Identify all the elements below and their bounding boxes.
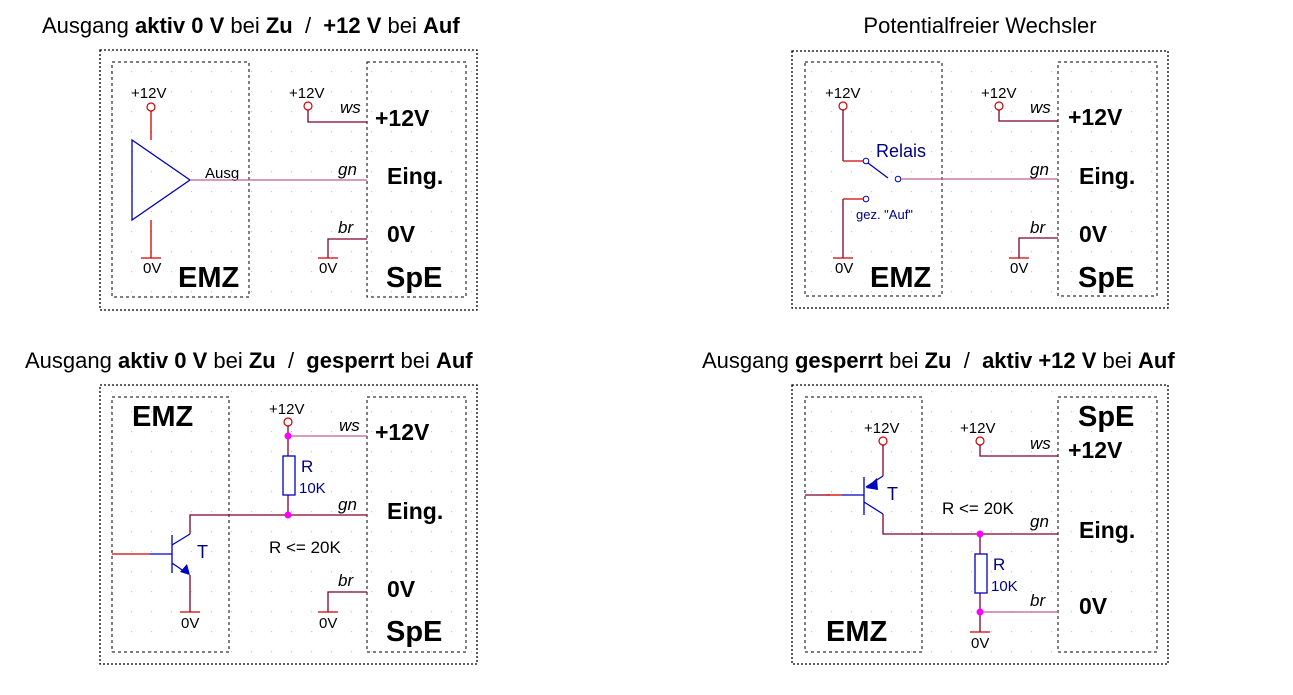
svg-text:+12V: +12V (981, 85, 1016, 102)
svg-text:0V: 0V (1079, 221, 1108, 247)
title-q3: Ausgang aktiv 0 V bei Zu / gesperrt bei … (25, 348, 473, 373)
npn-transistor-icon (112, 533, 191, 575)
svg-text:EMZ: EMZ (826, 616, 887, 648)
svg-text:SpE: SpE (386, 616, 442, 648)
emz-label: EMZ (178, 262, 239, 294)
svg-text:gn: gn (338, 495, 357, 514)
supply-terminal-icon (146, 102, 156, 112)
svg-text:0V: 0V (1079, 593, 1108, 619)
relay-switch-icon (867, 162, 889, 179)
junction-dot (976, 530, 984, 538)
svg-text:br: br (1030, 591, 1046, 610)
svg-text:br: br (338, 218, 354, 237)
title-q4: Ausgang gesperrt bei Zu / aktiv +12 V be… (702, 348, 1175, 373)
svg-text:Eing.: Eing. (1079, 163, 1135, 189)
svg-text:+12V: +12V (960, 420, 995, 437)
svg-text:+12V: +12V (864, 420, 899, 437)
svg-text:Eing.: Eing. (387, 498, 443, 524)
svg-text:0V: 0V (319, 615, 337, 632)
title-q2: Potentialfreier Wechsler (863, 13, 1096, 38)
svg-text:0V: 0V (181, 615, 199, 632)
svg-text:R: R (301, 457, 313, 476)
svg-text:0V: 0V (835, 260, 853, 277)
svg-text:+12V: +12V (289, 85, 324, 102)
diagram-q2: +12V Relais gez. "Auf" 0V EMZ +12V ws +1… (791, 50, 1169, 309)
svg-text:ws: ws (1030, 434, 1051, 453)
svg-text:+12V: +12V (825, 85, 860, 102)
svg-text:ws: ws (339, 416, 360, 435)
svg-text:+12V: +12V (269, 401, 304, 418)
supply-label: +12V (131, 85, 166, 102)
diagram-q4: SpE +12V T R <= 20K gn Eing. R 10K 0V br… (791, 384, 1169, 665)
svg-text:SpE: SpE (1078, 262, 1134, 294)
svg-text:+12V: +12V (375, 419, 430, 445)
svg-text:T: T (197, 542, 208, 562)
svg-text:R: R (993, 555, 1005, 574)
svg-text:ws: ws (340, 98, 361, 117)
junction-dot (284, 511, 292, 519)
amplifier-icon (131, 138, 192, 222)
diagram-q3: EMZ +12V R 10K T 0V gn Eing. R <= 20K ws… (99, 384, 478, 665)
resistor-icon (282, 455, 296, 496)
svg-text:ws: ws (1030, 98, 1051, 117)
resistor-icon (974, 553, 988, 594)
svg-text:0V: 0V (387, 221, 416, 247)
svg-text:0V: 0V (143, 260, 161, 277)
svg-text:+12V: +12V (1068, 437, 1123, 463)
svg-text:EMZ: EMZ (870, 262, 931, 294)
spe-box (366, 61, 467, 298)
junction-dot (284, 432, 292, 440)
svg-text:0V: 0V (319, 260, 337, 277)
svg-text:gn: gn (1030, 512, 1049, 531)
title-q1: Ausgang aktiv 0 V bei Zu / +12 V bei Auf (42, 13, 460, 38)
svg-text:EMZ: EMZ (132, 401, 193, 433)
svg-text:Eing.: Eing. (387, 163, 443, 189)
svg-text:T: T (887, 484, 898, 504)
svg-text:0V: 0V (971, 635, 989, 652)
svg-text:R <= 20K: R <= 20K (269, 538, 341, 557)
output-label: Ausg (205, 165, 239, 182)
svg-text:Eing.: Eing. (1079, 517, 1135, 543)
spe-label: SpE (386, 262, 442, 294)
svg-text:br: br (338, 571, 354, 590)
svg-text:Relais: Relais (876, 141, 926, 161)
relay-contact-icon (862, 157, 870, 165)
svg-text:gez. "Auf": gez. "Auf" (856, 207, 913, 222)
svg-text:0V: 0V (387, 576, 416, 602)
svg-text:br: br (1030, 218, 1046, 237)
svg-text:gn: gn (338, 160, 357, 179)
ws-wire (307, 110, 367, 123)
svg-text:+12V: +12V (1068, 104, 1123, 130)
pnp-transistor-icon (805, 475, 884, 515)
svg-text:gn: gn (1030, 160, 1049, 179)
svg-text:R <= 20K: R <= 20K (942, 499, 1014, 518)
svg-text:+12V: +12V (375, 105, 430, 131)
svg-text:10K: 10K (991, 578, 1018, 595)
svg-text:SpE: SpE (1078, 401, 1134, 433)
junction-dot (976, 608, 984, 616)
diagram-q1: +12V 0V Ausg EMZ +12V ws +12V gn Eing. b… (99, 49, 478, 311)
svg-text:10K: 10K (299, 480, 326, 497)
svg-text:0V: 0V (1010, 260, 1028, 277)
